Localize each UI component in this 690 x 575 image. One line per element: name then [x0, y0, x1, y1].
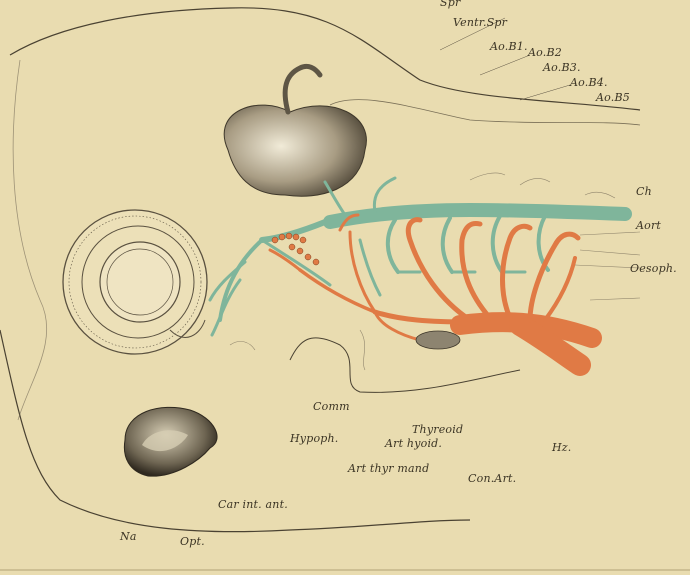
label-ao-b1: Ao.B1.: [490, 40, 528, 53]
label-opt: Opt.: [180, 535, 205, 548]
label-comm: Comm: [313, 400, 350, 413]
label-aort: Aort: [636, 219, 661, 232]
label-thyreoid: Thyreoid: [412, 423, 463, 436]
label-hypoph: Hypoph.: [290, 432, 339, 445]
label-na: Na: [120, 530, 137, 543]
label-ao-b2: Ao.B2: [528, 46, 562, 59]
label-oesoph: Oesoph.: [630, 262, 677, 275]
label-ch: Ch: [636, 185, 652, 198]
thyroid-body: [416, 331, 460, 349]
label-art-thyr-mand: Art thyr mand: [348, 462, 429, 475]
label-car-int-ant: Car int. ant.: [218, 498, 288, 511]
label-ao-b5: Ao.B5: [596, 91, 630, 104]
label-ao-b3: Ao.B3.: [543, 61, 581, 74]
label-ao-b4: Ao.B4.: [570, 76, 608, 89]
label-con-art: Con.Art.: [468, 472, 516, 485]
eye: [63, 210, 207, 354]
label-hz: Hz.: [552, 441, 572, 454]
label-spr: Spr: [440, 0, 460, 9]
label-art-hyoid: Art hyoid.: [385, 437, 442, 450]
label-ventr-spr: Ventr.Spr: [453, 16, 507, 29]
